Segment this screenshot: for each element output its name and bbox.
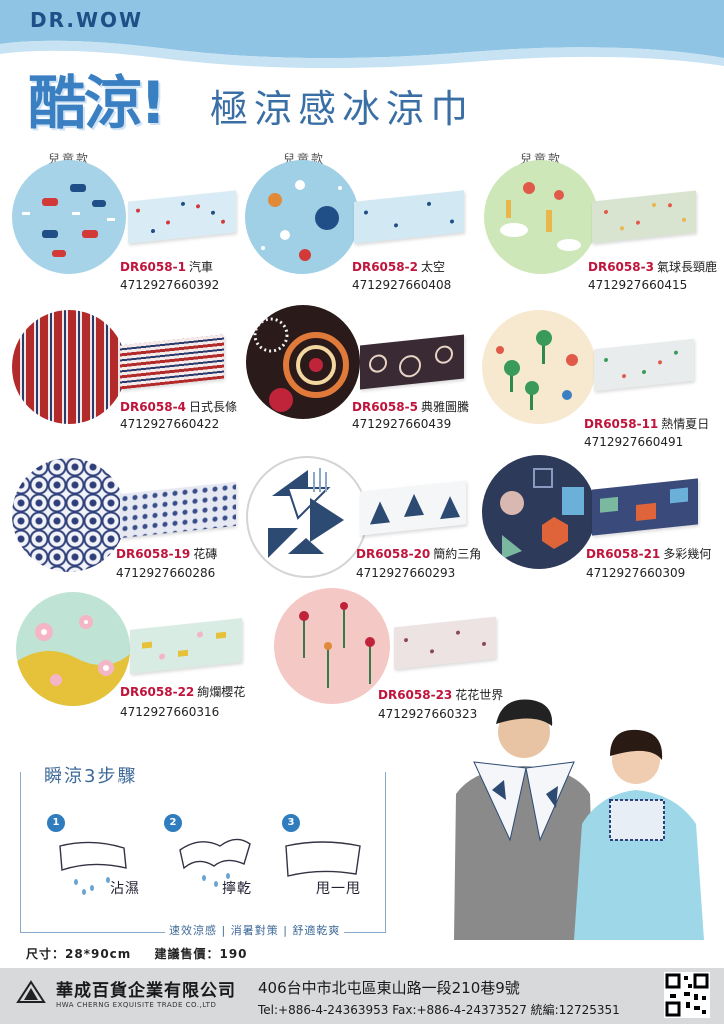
towel-summer <box>594 338 694 392</box>
step-number: 1 <box>47 814 65 832</box>
towel-sakura <box>130 618 242 674</box>
shake-towel-icon <box>285 841 361 877</box>
product-name: 氣球長頸鹿 <box>656 260 717 274</box>
swatch-stripes <box>12 310 126 424</box>
company-name: 華成百貨企業有限公司 <box>56 981 236 1001</box>
header-wave <box>0 0 724 69</box>
product-barcode: 4712927660422 <box>120 417 220 431</box>
towel-stripes <box>120 334 224 390</box>
towel-tiles <box>120 481 236 539</box>
product-name: 日式長條 <box>188 400 237 414</box>
swatch-totem <box>246 305 360 419</box>
product-name: 花磚 <box>193 547 218 561</box>
models-photo <box>454 699 704 940</box>
swatch-sakura <box>16 592 130 706</box>
header-banner: DR.WOW 酷涼! 極涼感冰涼巾 <box>0 0 724 150</box>
company-contact: Tel:+886-4-24363953 Fax:+886-4-24373527 … <box>258 1003 620 1017</box>
price-text: 建議售價：190 <box>154 947 248 961</box>
product-barcode: 4712927660309 <box>586 566 686 580</box>
swatch-cars <box>12 160 126 274</box>
swatch-triangles <box>246 456 368 578</box>
step-number: 3 <box>282 814 300 832</box>
product-barcode: 4712927660415 <box>588 278 688 292</box>
page-subtitle: 極涼感冰涼巾 <box>210 87 475 131</box>
swatch-summer <box>482 310 596 424</box>
size-text: 尺寸：28*90cm <box>26 947 132 961</box>
product-barcode: 4712927660439 <box>352 417 452 431</box>
product-name: 熱情夏日 <box>661 417 710 431</box>
product-name: 簡約三角 <box>433 547 482 561</box>
product-barcode: 4712927660408 <box>352 278 452 292</box>
wet-towel-icon <box>59 841 127 895</box>
towel-flowers <box>394 616 496 670</box>
towel-cars <box>128 190 236 244</box>
product-name: 絢爛櫻花 <box>197 685 246 699</box>
brand-logo: DR.WOW <box>30 8 144 32</box>
swatch-space <box>245 160 359 274</box>
product-name: 花花世界 <box>455 688 504 702</box>
step-label: 擰乾 <box>222 881 252 897</box>
steps-title: 瞬涼3步驟 <box>38 762 144 788</box>
page-title: 酷涼! <box>28 69 166 137</box>
swatch-geometric <box>482 455 596 569</box>
towel-geometric <box>592 478 698 536</box>
company-name-en: HWA CHERNG EXQUISITE TRADE CO.,LTD <box>56 1001 217 1009</box>
product-barcode: 4712927660286 <box>116 566 216 580</box>
product-barcode: 4712927660491 <box>584 435 684 449</box>
product-barcode: 4712927660392 <box>120 278 220 292</box>
towel-triangles <box>360 480 466 536</box>
step-number: 2 <box>164 814 182 832</box>
footer-bar <box>0 968 724 1024</box>
swatch-balloons <box>484 160 598 274</box>
swatch-flowers <box>274 588 390 704</box>
product-name: 典雅圖騰 <box>420 400 469 414</box>
product-barcode: 4712927660316 <box>120 705 220 719</box>
product-barcode: 4712927660293 <box>356 566 456 580</box>
wring-towel-icon <box>179 838 251 887</box>
product-name: 汽車 <box>188 260 213 274</box>
swatch-tiles <box>12 458 126 572</box>
spec-line: 尺寸：28*90cm 建議售價：190 <box>26 945 248 962</box>
company-logo-icon <box>16 980 46 1003</box>
step-label: 甩一甩 <box>316 881 361 897</box>
towel-space <box>354 190 464 244</box>
product-name: 多彩幾何 <box>663 547 712 561</box>
company-address: 406台中市北屯區東山路一段210巷9號 <box>258 979 520 997</box>
towel-totem <box>360 334 464 390</box>
towel-balloons <box>592 190 696 244</box>
product-barcode: 4712927660323 <box>378 707 478 721</box>
steps-benefits: 速效涼感 | 消暑對策 | 舒適乾爽 <box>165 922 345 938</box>
qr-code-icon[interactable] <box>664 972 710 1018</box>
step-label: 沾濕 <box>110 881 140 897</box>
product-name: 太空 <box>420 260 445 274</box>
